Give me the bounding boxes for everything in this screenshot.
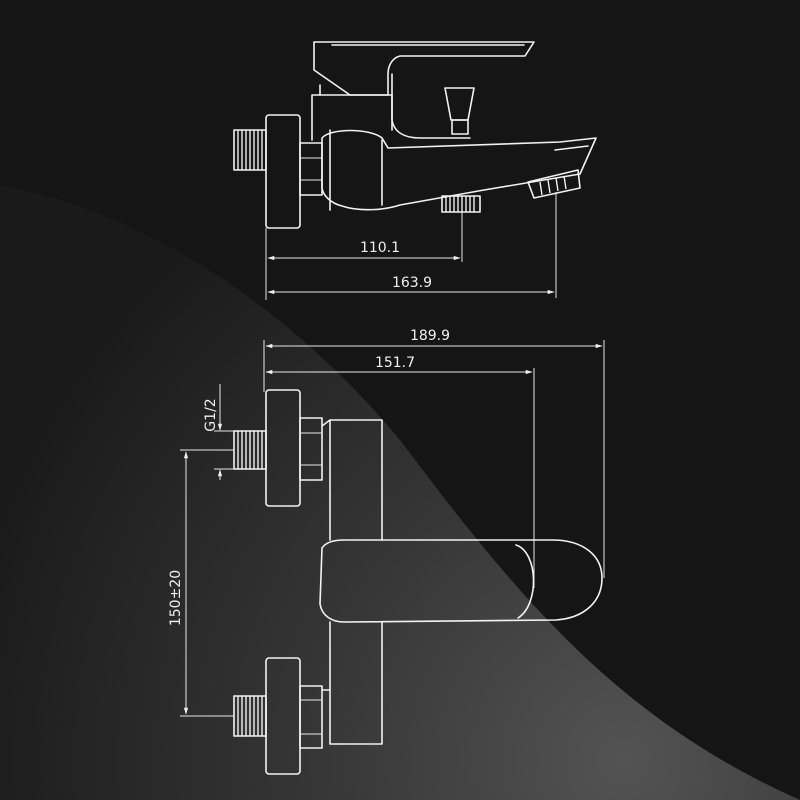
front-lower-nut	[299, 685, 323, 749]
front-view: 189.9 151.7	[168, 328, 605, 775]
top-aerator	[527, 169, 581, 199]
dim-label-110: 110.1	[360, 240, 400, 256]
dim-label-center: 150±20	[168, 570, 184, 626]
top-wall-flange	[265, 114, 301, 229]
top-body	[321, 129, 597, 211]
front-spout-lever	[319, 539, 603, 623]
top-lever-handle	[313, 41, 535, 96]
top-view: 110.1 163.9	[233, 41, 597, 300]
top-diverter-knob	[444, 87, 475, 121]
dim-label-189: 189.9	[410, 328, 450, 344]
front-body-column	[321, 419, 383, 541]
top-inlet-thread	[233, 129, 267, 171]
top-cartridge-column	[311, 94, 393, 141]
top-hex-nut	[299, 142, 323, 196]
front-upper-nut	[299, 417, 323, 481]
dim-label-thread: G1/2	[203, 398, 219, 431]
dim-label-151: 151.7	[375, 355, 415, 371]
top-outlet-thread	[441, 195, 481, 213]
dim-label-163: 163.9	[392, 275, 432, 291]
